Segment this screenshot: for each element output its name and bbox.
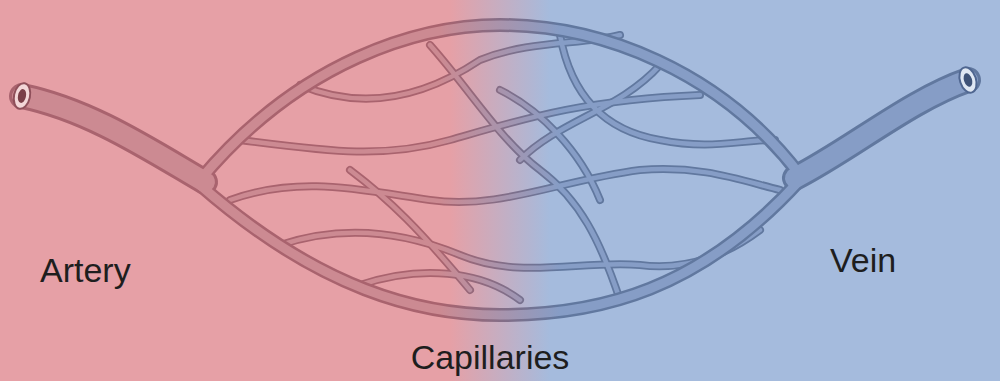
part-label: Vein: [830, 242, 896, 279]
main-vessels: [22, 25, 968, 315]
vessel-openings: [11, 65, 979, 110]
part-label: Artery: [40, 252, 131, 289]
part-label: Capillaries: [411, 339, 570, 376]
